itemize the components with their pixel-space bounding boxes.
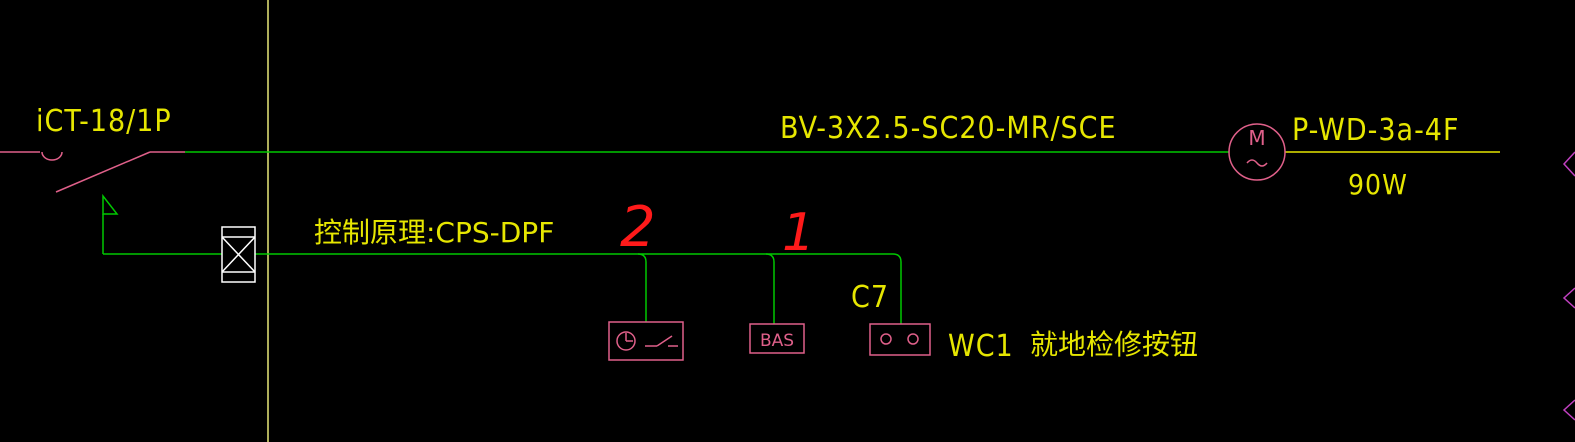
- bas-box: [749, 323, 805, 354]
- c7-label: C7: [851, 280, 889, 315]
- bas-label: BAS: [760, 331, 794, 351]
- breaker-label: iCT-18/1P: [36, 104, 172, 139]
- control-branch-wire: [102, 193, 902, 324]
- wc1-label: WC1: [948, 329, 1014, 364]
- local-button-symbol: [869, 323, 931, 356]
- markup-number-2: 2: [620, 195, 656, 260]
- markup-number-1: 1: [782, 203, 815, 263]
- motor-power: 90W: [1348, 168, 1408, 201]
- motor-tag: P-WD-3a-4F: [1292, 113, 1460, 148]
- motor-symbol: M: [1228, 123, 1286, 181]
- motor-letter: M: [1248, 126, 1265, 150]
- local-button-description: 就地检修按钮: [1030, 328, 1198, 361]
- time-switch-symbol: [608, 321, 684, 361]
- breaker-symbol: [0, 151, 185, 193]
- contactor-symbol: [221, 226, 256, 283]
- main-cable-label: BV-3X2.5-SC20-MR/SCE: [780, 111, 1117, 146]
- edge-markers: [1562, 151, 1575, 421]
- control-principle-label: 控制原理:CPS-DPF: [314, 216, 554, 249]
